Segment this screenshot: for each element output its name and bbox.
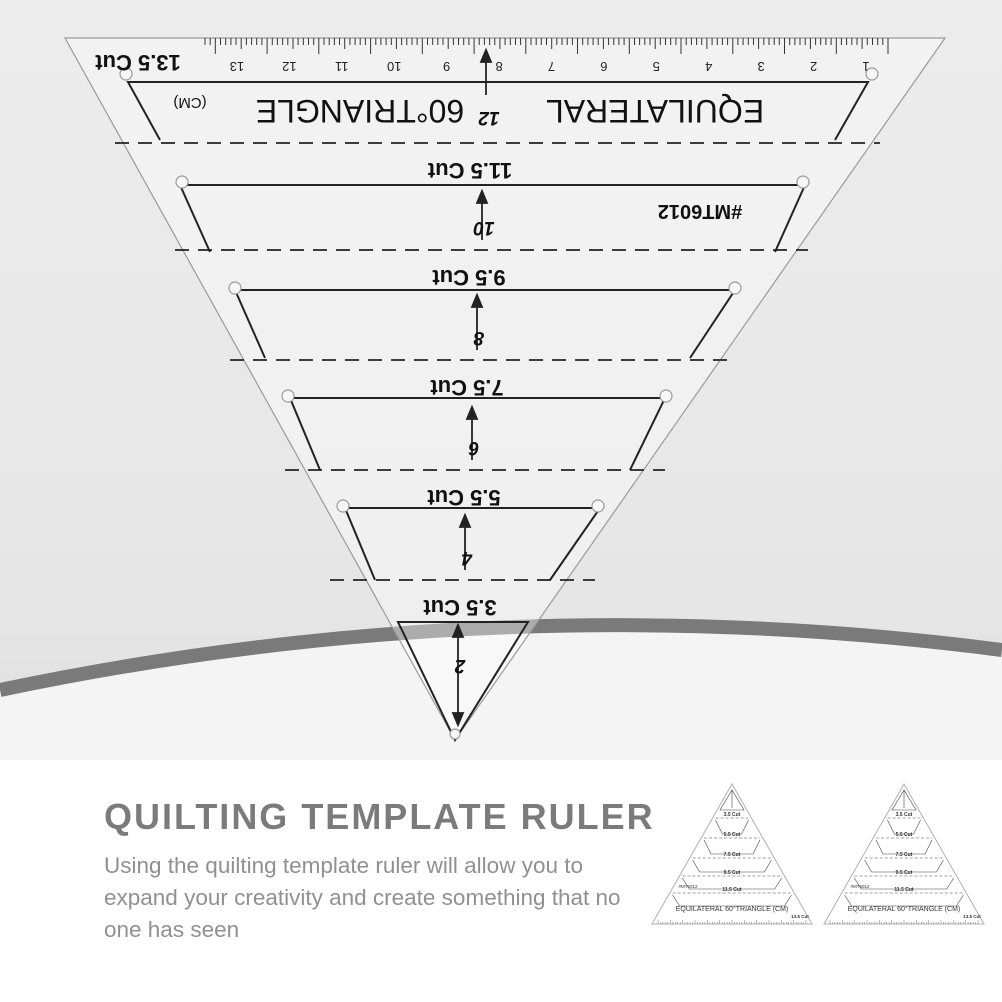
- frame: [233, 289, 737, 359]
- thumb-frame: [703, 839, 761, 855]
- floor-shadow-curve: [0, 618, 1002, 697]
- thumb-frame: [672, 894, 792, 907]
- thumb-cut-label: 3.5 Cut: [896, 812, 913, 818]
- peg-hole: [728, 281, 742, 295]
- cut-label: 13.5 Cut: [95, 50, 181, 75]
- height-marker: 2: [454, 655, 466, 676]
- cut-labels: 13.5 Cut 11.5 Cut 9.5 Cut 7.5 Cut 5.5 Cu…: [95, 50, 513, 620]
- height-marker: 12: [478, 107, 500, 128]
- frame: [343, 507, 602, 581]
- peg-hole: [119, 67, 133, 81]
- thumb-inscription: EQUILATERAL 60°TRIANGLE (CM): [676, 905, 789, 913]
- peg-hole: [336, 499, 350, 513]
- thumb-cut-label: 11.5 Cut: [894, 887, 914, 893]
- scale-number: 7: [548, 59, 555, 74]
- cut-label: 11.5 Cut: [427, 158, 512, 183]
- thumb-frame: [875, 839, 933, 855]
- thumb-cut-label: 7.5 Cut: [724, 852, 741, 858]
- scale-number: 10: [387, 59, 401, 74]
- scale-number: 3: [758, 59, 765, 74]
- scale-number: 5: [653, 59, 660, 74]
- scale-number: 9: [443, 59, 450, 74]
- peg-hole: [281, 389, 295, 403]
- ruler-angle-label: 60°TRIANGLE: [256, 93, 464, 129]
- ruler-unit: (CM): [173, 94, 206, 111]
- thumb-model: #MT6012: [850, 884, 870, 889]
- peg-holes: [119, 67, 879, 740]
- thumb-cut-label: 5.5 Cut: [896, 832, 913, 838]
- thumb-cut-label: 9.5 Cut: [896, 870, 913, 876]
- cut-label: 3.5 Cut: [423, 595, 497, 620]
- ruler-name: EQUILATERAL: [546, 93, 764, 129]
- scale-number: 4: [705, 59, 712, 74]
- product-description: Using the quilting template ruler will a…: [104, 853, 621, 942]
- peg-hole: [591, 499, 605, 513]
- apex-triangle: [396, 621, 530, 743]
- ruler-ticks: [204, 38, 889, 54]
- thumb-frame: [692, 859, 772, 873]
- thumb-frame: [682, 877, 782, 890]
- thumb-inscription: EQUILATERAL 60°TRIANGLE (CM): [848, 905, 961, 913]
- scale-number: 2: [810, 59, 817, 74]
- frame: [178, 184, 807, 253]
- height-marker: 10: [473, 217, 495, 238]
- thumb-apex-triangle: [719, 789, 745, 811]
- ruler-inscription: EQUILATERAL 60°TRIANGLE (CM) #MT6012: [173, 93, 764, 222]
- frame: [126, 81, 870, 141]
- thumb-frame: [864, 859, 944, 873]
- frame: [288, 397, 667, 471]
- peg-hole: [449, 728, 461, 740]
- cut-label: 7.5 Cut: [430, 375, 504, 400]
- height-markers: 12 10 8 6 4 2: [454, 107, 499, 676]
- thumb-frame: [844, 894, 964, 907]
- thumb-cut-label: 9.5 Cut: [724, 870, 741, 876]
- cut-label: 5.5 Cut: [427, 485, 501, 510]
- scale-number: 8: [495, 59, 502, 74]
- height-marker: 8: [473, 327, 484, 348]
- thumb-cut-label: 3.5 Cut: [724, 812, 741, 818]
- thumb-frame: [887, 819, 921, 835]
- peg-hole: [865, 67, 879, 81]
- peg-hole: [175, 175, 189, 189]
- height-marker: 4: [461, 547, 473, 568]
- center-arrows: [451, 47, 493, 728]
- ruler-thumbnail-svg: 3.5 Cut 5.5 Cut 7.5 Cut 9.5 Cut 11.5 Cut 13.5…: [823, 782, 985, 925]
- thumb-frame: [715, 819, 749, 835]
- ruler-model: #MT6012: [658, 200, 743, 222]
- thumb-cut-label: 13.5 Cut: [963, 914, 981, 919]
- scale-number: 1: [862, 59, 869, 74]
- peg-hole: [796, 175, 810, 189]
- scale-number: 6: [600, 59, 607, 74]
- floor: [0, 625, 1002, 760]
- scale-number: 12: [282, 59, 296, 74]
- thumb-frame: [854, 877, 954, 890]
- trapezoid-frames: [126, 81, 870, 743]
- scale-number: 11: [335, 59, 349, 74]
- thumb-cut-label: 13.5 Cut: [791, 914, 809, 919]
- thumb-apex-triangle: [891, 789, 917, 811]
- ruler-thumbnail-svg: 3.5 Cut 5.5 Cut 7.5 Cut 9.5 Cut 11.5 Cut 13.5…: [651, 782, 813, 925]
- scale-number: 13: [230, 59, 244, 74]
- height-marker: 6: [468, 437, 479, 458]
- thumb-cut-label: 11.5 Cut: [722, 887, 742, 893]
- thumb-cut-label: 7.5 Cut: [896, 852, 913, 858]
- peg-hole: [228, 281, 242, 295]
- thumb-model: #MT6012: [678, 884, 698, 889]
- product-title: QUILTING TEMPLATE RULER: [104, 796, 655, 837]
- cut-label: 9.5 Cut: [432, 265, 506, 290]
- thumb-cut-label: 5.5 Cut: [724, 832, 741, 838]
- ruler-thumbnail: 3.5 Cut 5.5 Cut 7.5 Cut 9.5 Cut 11.5 Cut 13.5…: [640, 778, 828, 930]
- peg-hole: [659, 389, 673, 403]
- ruler-thumbnail: 3.5 Cut 5.5 Cut 7.5 Cut 9.5 Cut 11.5 Cut 13.5…: [812, 778, 1000, 930]
